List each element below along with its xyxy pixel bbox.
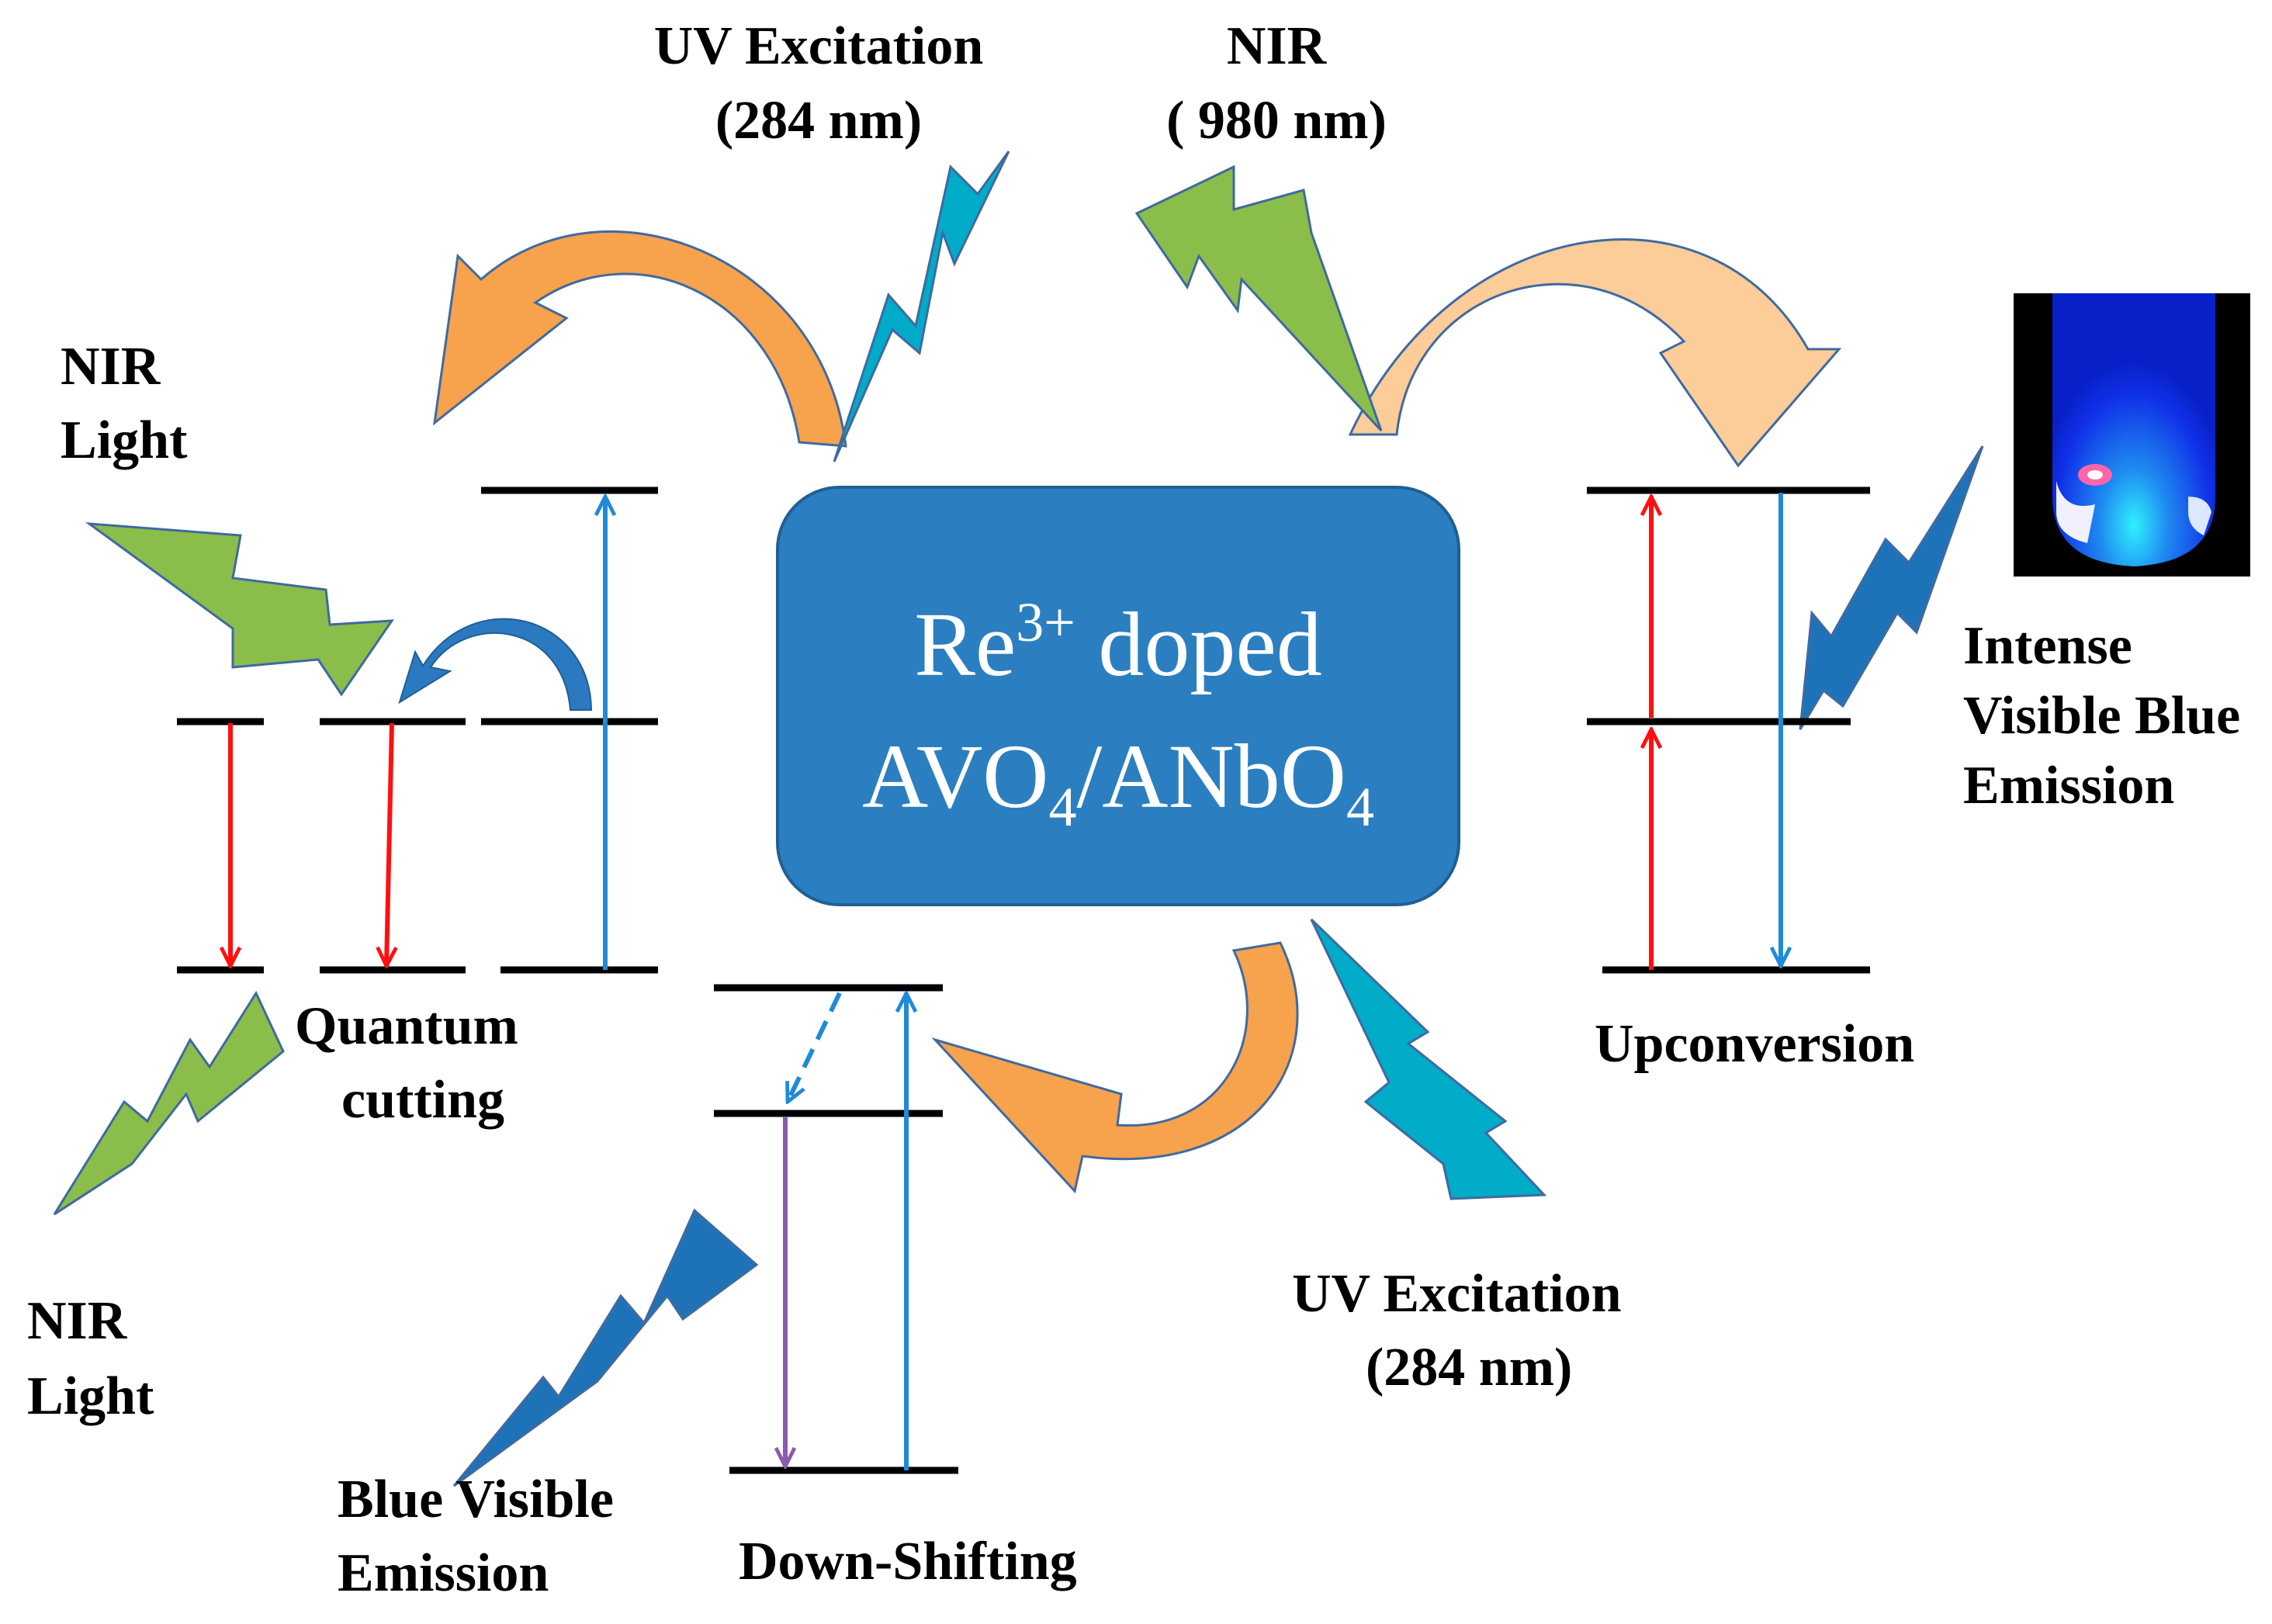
label-blue-visible-emission-2: Emission [338,1543,549,1603]
lightning-bolt-icon-nir-left [85,522,394,697]
label-blue-visible-emission: Blue Visible [338,1470,614,1529]
label-nir-wavelength-top: ( 980 nm) [1166,91,1387,151]
lightning-bolt-icon-uv-bottom [1310,918,1547,1200]
center-material-box: Re3+ doped AVO4/ANbO4 [776,486,1460,906]
label-uv-excitation-top: UV Excitation [654,16,984,76]
label-nir-light-left: NIR [61,337,161,396]
lightning-bolt-icon-nir-top [1134,164,1383,432]
label-uv-wavelength-bottom: (284 nm) [1366,1338,1572,1397]
label-nir-top: NIR [1227,16,1328,76]
quantum-cutting-levels [177,487,658,974]
label-quantum-cutting: Quantum [295,996,518,1056]
upconversion-levels [1587,487,1870,974]
glowing-sample-vial-photo [2014,293,2250,577]
label-nir-light-bottom-2: Light [27,1366,154,1426]
lightning-bolt-icon-blue-bottom [452,1208,759,1487]
label-down-shifting: Down-Shifting [739,1532,1077,1591]
label-uv-excitation-bottom: UV Excitation [1292,1264,1622,1324]
label-uv-wavelength-top: (284 nm) [715,91,922,151]
lightning-bolt-icon-nir-bottom-left [53,990,285,1216]
transition-blue-dashed [788,992,842,1102]
label-nir-light-bottom: NIR [27,1291,128,1351]
material-line-2: AVO4/ANbO4 [862,725,1374,838]
material-line-1: Re3+ doped [914,591,1322,695]
lightning-bolt-icon-uv-top [833,151,1010,462]
label-intense-emission-3: Emission [1963,756,2174,815]
curved-arrow-icon-top-right [1348,237,1842,468]
lightning-bolt-icon-blue-right [1799,445,1984,730]
curved-arrow-icon-small [398,618,593,711]
curved-arrow-icon-bottom [931,941,1299,1194]
label-quantum-cutting-2: cutting [341,1070,504,1130]
down-shifting-levels [714,984,958,1474]
label-intense-emission-2: Visible Blue [1963,686,2240,746]
transition-red-2 [386,722,392,966]
curved-arrow-icon-top-left [432,230,847,448]
label-intense-emission: Intense [1963,616,2132,676]
label-upconversion: Upconversion [1595,1014,1914,1074]
label-nir-light-left-2: Light [61,410,187,470]
